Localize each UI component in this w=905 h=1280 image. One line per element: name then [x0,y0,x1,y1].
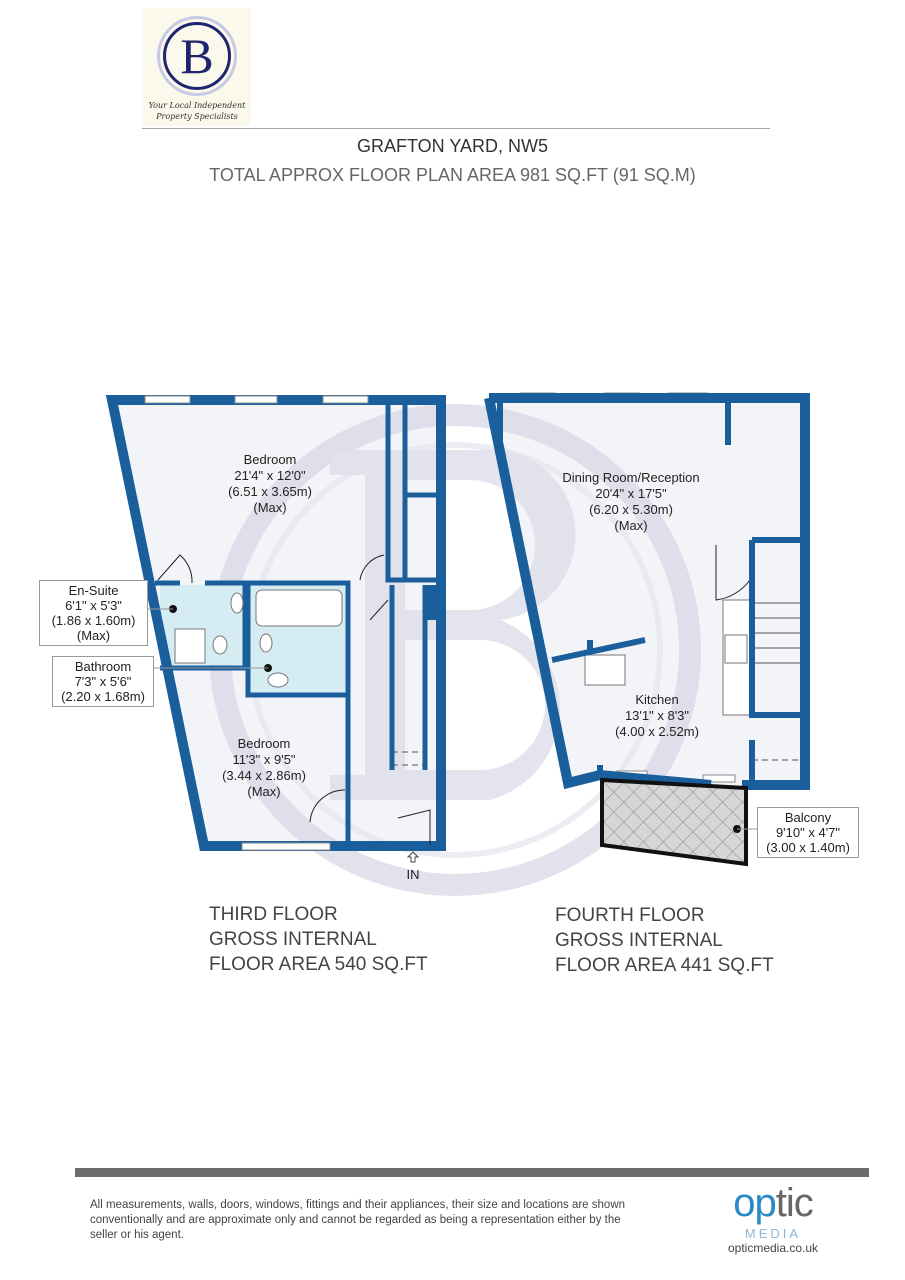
entrance-label: IN [407,867,420,882]
svg-text:(6.51 x 3.65m): (6.51 x 3.65m) [228,484,312,499]
room-label-kitchen: Kitchen 13'1" x 8'3" (4.00 x 2.52m) [615,692,699,739]
room-label-dining-reception: Dining Room/Reception 20'4" x 17'5" (6.2… [562,470,699,533]
svg-text:21'4" x 12'0": 21'4" x 12'0" [234,468,306,483]
svg-text:20'4" x 17'5": 20'4" x 17'5" [595,486,667,501]
svg-text:(Max): (Max) [614,518,647,533]
room-label-bedroom-2: Bedroom 11'3" x 9'5" (3.44 x 2.86m) (Max… [222,736,306,799]
footer-divider [75,1168,869,1177]
room-label-bedroom-1: Bedroom 21'4" x 12'0" (6.51 x 3.65m) (Ma… [228,452,312,515]
svg-text:Bedroom: Bedroom [244,452,297,467]
svg-text:(Max): (Max) [247,784,280,799]
website-url: opticmedia.co.uk [727,1241,819,1255]
svg-text:Dining Room/Reception: Dining Room/Reception [562,470,699,485]
svg-text:13'1" x 8'3": 13'1" x 8'3" [625,708,689,723]
svg-text:Kitchen: Kitchen [635,692,678,707]
svg-text:(4.00 x 2.52m): (4.00 x 2.52m) [615,724,699,739]
disclaimer: All measurements, walls, doors, windows,… [90,1199,626,1241]
property-title: GRAFTON YARD, NW5 [356,136,549,156]
svg-text:(6.20 x 5.30m): (6.20 x 5.30m) [589,502,673,517]
header-divider [142,128,770,129]
svg-text:11'3" x 9'5": 11'3" x 9'5" [232,752,295,767]
optic-media-logo: optic MEDIA opticmedia.co.uk [718,1180,828,1256]
entrance-arrow-icon [406,851,420,863]
total-area: TOTAL APPROX FLOOR PLAN AREA 981 SQ.FT (… [209,165,696,185]
balcony [600,777,748,867]
svg-text:(3.44 x 2.86m): (3.44 x 2.86m) [222,768,306,783]
svg-text:Bedroom: Bedroom [238,736,291,751]
svg-text:(Max): (Max) [253,500,286,515]
logo-letter: B [163,22,231,90]
